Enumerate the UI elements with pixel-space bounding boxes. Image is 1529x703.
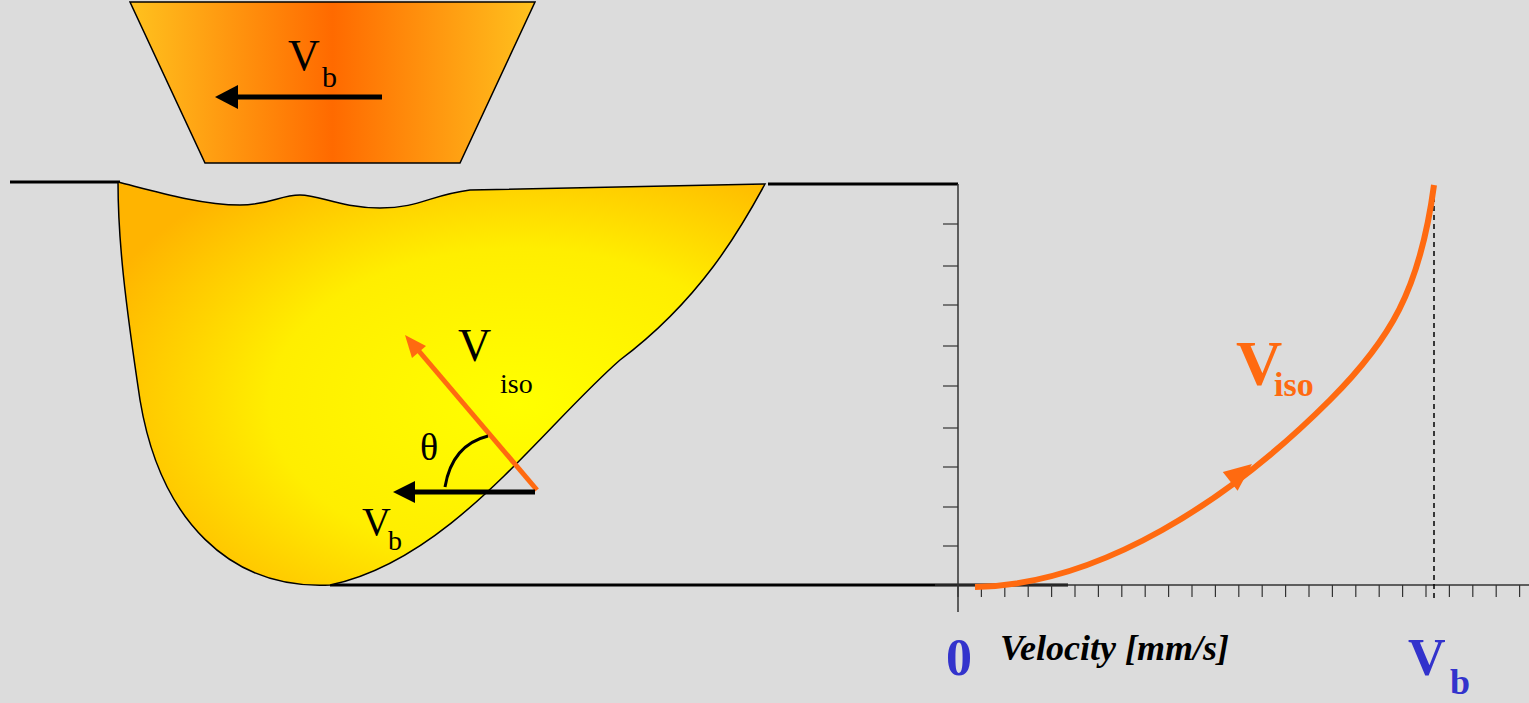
symbol-label: V	[458, 323, 491, 369]
arrowhead	[393, 481, 415, 503]
axis-tick	[1215, 585, 1216, 597]
laser-beam: Vb	[128, 0, 538, 166]
axis-tick	[957, 585, 958, 597]
axis-ticks	[943, 224, 1520, 597]
axis-tick	[943, 345, 958, 346]
velocity-curve	[975, 185, 1434, 587]
symbol-label: iso	[500, 370, 533, 398]
iso-velocity-arrow	[418, 350, 537, 490]
axis-tick	[1355, 585, 1356, 597]
axis-tick	[1425, 585, 1426, 597]
beam-velocity-arrow	[235, 95, 382, 100]
symbol-label: V	[362, 502, 391, 542]
axis-tick	[1519, 585, 1520, 597]
axis-label: Velocity [mm/s]	[1000, 630, 1229, 666]
axis-tick	[1145, 585, 1146, 597]
symbol-label: θ	[420, 428, 438, 466]
angle-arc	[445, 436, 488, 487]
axis-tick	[1074, 585, 1075, 597]
axis-tick	[1332, 585, 1333, 597]
symbol-label: b	[388, 527, 402, 555]
axis-tick	[1098, 585, 1099, 597]
limit-line	[1433, 188, 1435, 602]
axis-tick	[1238, 585, 1239, 597]
axis-tick	[1028, 585, 1029, 597]
melt-pool-outline	[110, 178, 772, 590]
melt-pool: VisoθVb	[110, 178, 772, 590]
axis-tick	[1262, 585, 1263, 597]
axis-tick	[1051, 585, 1052, 597]
axis-tick	[1449, 585, 1450, 597]
axis-tick	[1285, 585, 1286, 597]
axis-tick	[1191, 585, 1192, 597]
surface-line	[768, 183, 958, 186]
laser-beam-shape	[130, 2, 535, 163]
symbol-label: b	[322, 62, 337, 92]
arrowhead	[405, 335, 426, 358]
symbol-label: V	[288, 34, 320, 78]
axis-label: V	[1408, 632, 1446, 684]
axis-tick	[1402, 585, 1403, 597]
axis-tick	[943, 265, 958, 266]
axis-tick	[943, 304, 958, 305]
axis-label: b	[1450, 664, 1470, 700]
axis-label: iso	[1274, 368, 1314, 402]
beam-velocity-arrow	[412, 490, 535, 495]
axis-tick	[1168, 585, 1169, 597]
axis-tick	[943, 223, 958, 224]
axis-tick	[1472, 585, 1473, 597]
surface-line	[10, 181, 120, 184]
axis-tick	[1496, 585, 1497, 597]
axis-tick	[1308, 585, 1309, 597]
axis-tick	[1121, 585, 1122, 597]
axis-tick	[943, 427, 958, 428]
melt-pool-shape	[118, 182, 765, 585]
axis-tick	[943, 385, 958, 386]
curve-arrowhead	[1223, 464, 1252, 491]
axis-tick	[1379, 585, 1380, 597]
axis-label: 0	[946, 632, 972, 684]
axis-tick	[943, 506, 958, 507]
axis-tick	[943, 545, 958, 546]
y-axis	[957, 184, 959, 612]
axis-tick	[943, 466, 958, 467]
arrowhead	[215, 85, 238, 109]
